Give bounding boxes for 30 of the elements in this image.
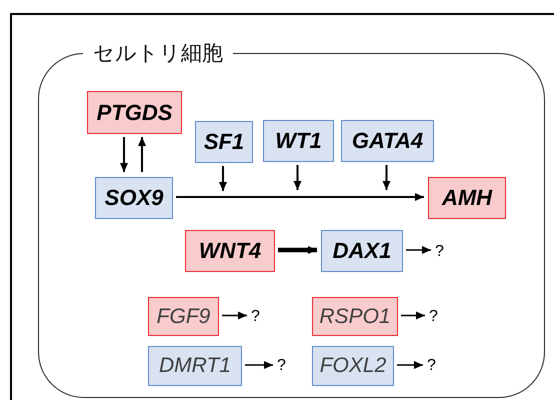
arrow <box>278 246 317 254</box>
gene-box: PTGDS <box>87 91 182 134</box>
gene-box: FOXL2 <box>312 346 394 386</box>
arrow <box>138 137 146 172</box>
arrow <box>382 165 390 190</box>
arrow <box>222 312 247 320</box>
arrow <box>401 312 425 320</box>
arrow <box>219 166 227 191</box>
arrow <box>245 361 273 369</box>
question-mark: ? <box>251 306 265 328</box>
gene-box: FGF9 <box>148 297 219 336</box>
gene-box: SF1 <box>195 121 253 163</box>
arrow <box>406 246 431 254</box>
arrow <box>294 165 302 190</box>
arrow <box>397 361 423 369</box>
question-mark: ? <box>427 355 441 377</box>
gene-box: SOX9 <box>95 177 173 219</box>
question-mark: ? <box>277 355 291 377</box>
gene-box: WNT4 <box>185 230 275 272</box>
gene-box: GATA4 <box>341 120 434 162</box>
region-title: セルトリ細胞 <box>83 41 233 65</box>
question-mark: ? <box>429 306 443 328</box>
gene-box: AMH <box>428 177 506 219</box>
question-mark: ? <box>435 241 449 263</box>
gene-box: DAX1 <box>321 230 403 272</box>
gene-box: DMRT1 <box>148 346 242 386</box>
arrow <box>176 193 424 201</box>
arrow <box>120 137 128 172</box>
gene-box: WT1 <box>263 120 334 162</box>
gene-box: RSPO1 <box>312 297 398 336</box>
